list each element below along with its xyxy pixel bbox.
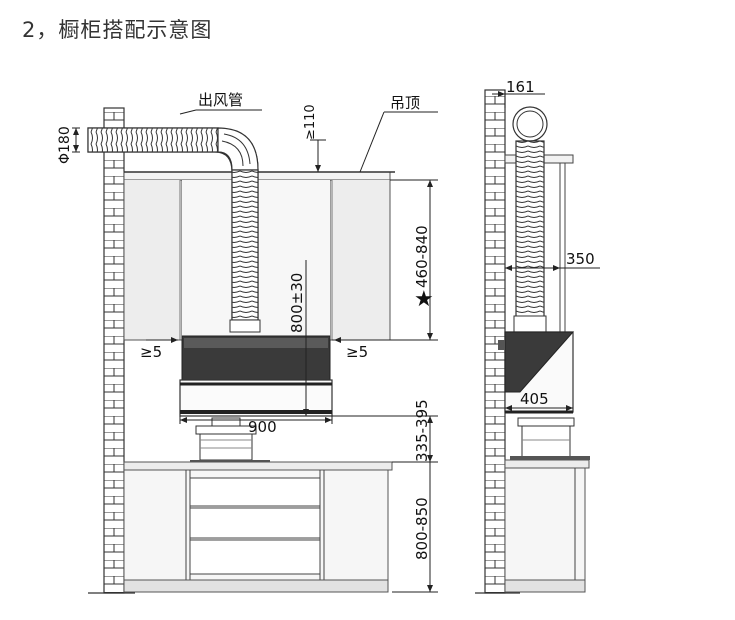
front-view: 出风管 吊顶 Φ180 ≥110 460-840 ★ 800±30 ≥5 ≥5 … bbox=[57, 91, 438, 594]
side-duct bbox=[512, 106, 548, 333]
label-margin-right: ≥5 bbox=[346, 343, 368, 361]
page-title: 2，橱柜搭配示意图 bbox=[22, 18, 213, 42]
label-stove-gap: 335-395 bbox=[413, 399, 431, 462]
label-hood-width: 900 bbox=[248, 418, 277, 436]
label-side-top: 161 bbox=[506, 78, 535, 96]
label-hood-height: 460-840 bbox=[413, 225, 431, 288]
label-duct: 出风管 bbox=[198, 91, 243, 109]
dimension-lines bbox=[72, 109, 438, 593]
label-gap-top: ≥110 bbox=[303, 104, 318, 140]
range-hood bbox=[179, 335, 333, 417]
label-dia-duct: Φ180 bbox=[57, 126, 73, 164]
label-ceiling: 吊顶 bbox=[390, 94, 420, 112]
side-arrow-heads bbox=[498, 91, 573, 411]
label-star-mark: ★ bbox=[414, 287, 434, 312]
side-view: 161 350 405 bbox=[475, 78, 600, 594]
brick-wall-left bbox=[103, 107, 125, 594]
side-pot bbox=[510, 417, 590, 460]
base-cabinets bbox=[123, 461, 393, 593]
side-hood bbox=[498, 331, 575, 414]
label-counter-height: 800-850 bbox=[413, 497, 431, 560]
side-base-cabinet bbox=[504, 459, 590, 593]
label-side-duct: 350 bbox=[566, 250, 595, 268]
exhaust-duct bbox=[87, 127, 261, 333]
label-install-height: 800±30 bbox=[288, 273, 306, 333]
label-margin-left: ≥5 bbox=[140, 343, 162, 361]
label-side-depth: 405 bbox=[520, 390, 549, 408]
arrow-heads bbox=[73, 128, 433, 592]
